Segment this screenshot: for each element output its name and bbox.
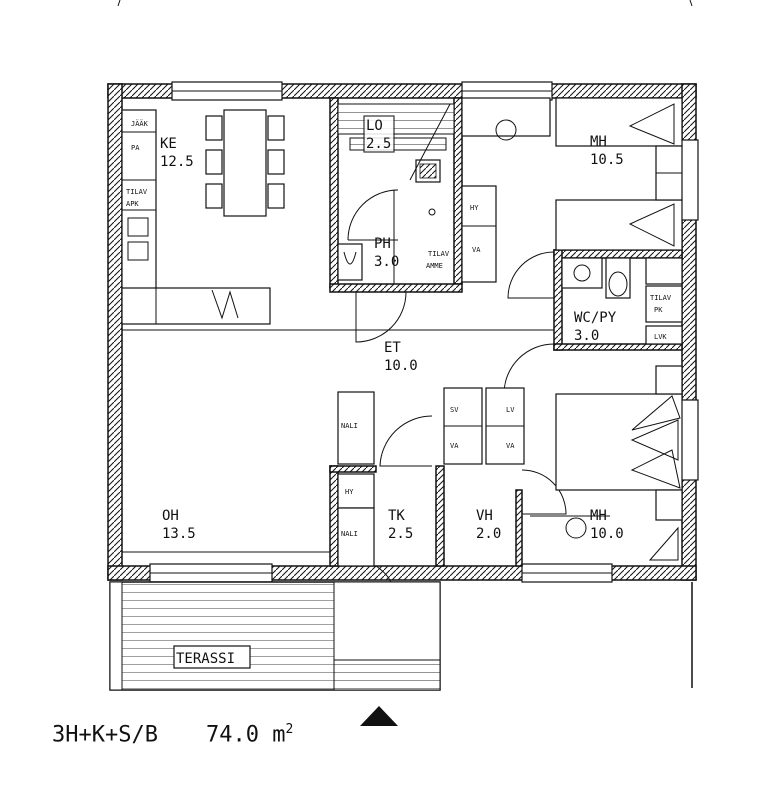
- room-lo-name: LO: [366, 118, 383, 134]
- ph-amme-label: AMME: [426, 262, 443, 270]
- room-et-area: 10.0: [384, 358, 418, 374]
- corner-tick-left: [117, 0, 121, 7]
- room-oh-area: 13.5: [162, 526, 196, 542]
- terrace-label: TERASSI: [176, 651, 235, 667]
- room-ke-name: KE: [160, 136, 177, 152]
- room-mh1-name: MH: [590, 134, 607, 150]
- wc-tilav-label: TILAV: [650, 294, 672, 302]
- tk-nali2-label: NALI: [341, 530, 358, 538]
- corner-tick-right: [689, 0, 693, 7]
- wc-fixtures: [561, 257, 683, 345]
- ph-tilav-label: TILAV: [428, 250, 450, 258]
- tk-nali1-label: NALI: [341, 422, 358, 430]
- closet-va2-label: VA: [506, 442, 515, 450]
- area-unit: m: [272, 722, 286, 748]
- room-lo-area: 2.5: [366, 136, 391, 152]
- kitchen-label-1: JÄÄK: [131, 119, 149, 128]
- room-wcpy-area: 3.0: [574, 328, 599, 344]
- closet-lv-label: LV: [506, 406, 515, 414]
- terrace: [109, 581, 693, 691]
- room-ph-name: PH: [374, 236, 391, 252]
- bedroom-2-furniture: [530, 365, 683, 561]
- hall-closets: [443, 387, 525, 465]
- room-wcpy-name: WC/PY: [574, 310, 617, 326]
- room-mh1-area: 10.5: [590, 152, 624, 168]
- room-mh2-area: 10.0: [590, 526, 624, 542]
- sauna-benches: [337, 103, 455, 183]
- tk-closets: [337, 391, 375, 567]
- room-oh-name: OH: [162, 508, 179, 524]
- dining-table: [205, 109, 285, 217]
- apartment-type: 3H+K+S/B: [52, 722, 158, 748]
- room-mh2-name: MH: [590, 508, 607, 524]
- tk-hy-label: HY: [345, 488, 354, 496]
- room-ph-area: 3.0: [374, 254, 399, 270]
- wc-pk-label: PK: [654, 306, 663, 314]
- wc-lvk-label: LVK: [654, 333, 667, 341]
- closet-sv-label: SV: [450, 406, 459, 414]
- room-tk-area: 2.5: [388, 526, 413, 542]
- room-vh-area: 2.0: [476, 526, 501, 542]
- apartment-area: 74.0: [205, 722, 259, 748]
- bedroom-1-furniture: [461, 97, 683, 251]
- bathroom-fixtures: [337, 185, 497, 284]
- room-et-name: ET: [384, 340, 401, 356]
- room-labels: KE 12.5 LO 2.5 MH 10.5 PH 3.0 WC/PY 3.0 …: [160, 115, 624, 542]
- kitchen-cabinets: [121, 109, 271, 325]
- room-tk-name: TK: [388, 508, 405, 524]
- area-unit-exponent: 2: [285, 722, 294, 737]
- closet-va1-label: VA: [450, 442, 459, 450]
- apartment-summary: 3H+K+S/B 74.0 m2: [52, 722, 293, 747]
- room-vh-name: VH: [476, 508, 493, 524]
- kitchen-label-3: TILAV: [126, 188, 148, 196]
- room-ke-area: 12.5: [160, 154, 194, 170]
- ph-hy-label: HY: [470, 204, 479, 212]
- north-arrow-icon: [360, 706, 398, 726]
- kitchen-label-2: PA: [131, 144, 140, 152]
- kitchen-label-4: APK: [126, 200, 139, 208]
- ph-va-label: VA: [472, 246, 481, 254]
- interior-walls: [329, 97, 683, 567]
